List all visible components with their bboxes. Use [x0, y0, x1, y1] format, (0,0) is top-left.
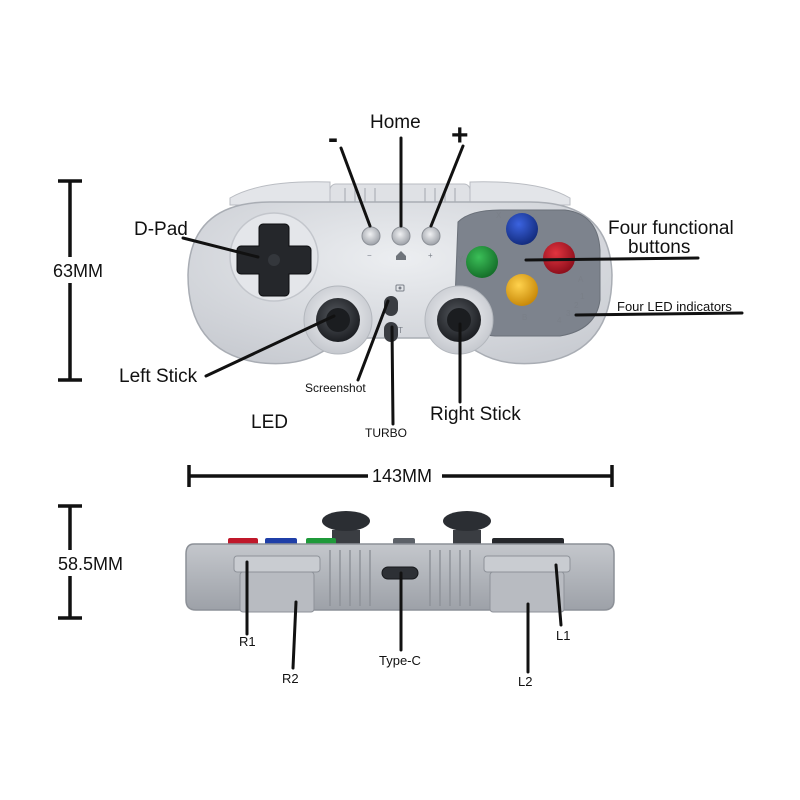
side-right-stick [443, 511, 491, 544]
button-b[interactable] [506, 274, 538, 306]
leader-plus [429, 144, 465, 228]
plus-label: + [451, 119, 469, 152]
r2-label: R2 [282, 671, 299, 686]
side-left-stick [322, 511, 370, 544]
leader-r2 [291, 600, 298, 670]
controller-top-view: X Y A B 1 2 3 4 − + T [187, 181, 613, 365]
dimension-63mm-label: 63MM [53, 261, 103, 281]
leader-lines [181, 136, 744, 674]
minus-button[interactable] [361, 226, 381, 246]
home-icon [396, 251, 406, 260]
leader-dpad [181, 236, 260, 259]
engrave-y: Y [458, 255, 464, 264]
left-stick-label: Left Stick [119, 366, 198, 387]
plus-mark: + [428, 251, 433, 260]
dimension-63mm: 63MM [50, 179, 120, 382]
turbo-label: TURBO [365, 426, 407, 440]
home-label: Home [370, 112, 421, 133]
dpad-label: D-Pad [134, 219, 188, 240]
leader-face-buttons [524, 256, 700, 262]
leader-minus [339, 146, 372, 228]
leader-screenshot [356, 299, 390, 382]
leader-left-stick [204, 314, 336, 378]
right-stick[interactable] [424, 285, 494, 355]
screenshot-label: Screenshot [305, 381, 366, 395]
leader-l1 [554, 563, 563, 627]
r1-label: R1 [239, 634, 256, 649]
engrave-b: B [522, 313, 527, 322]
leader-turbo [390, 325, 395, 426]
r2-button[interactable] [239, 571, 315, 613]
turbo-mark: T [398, 326, 403, 335]
led-indicators-label: Four LED indicators [617, 299, 732, 314]
led-2-mark: 2 [574, 301, 579, 310]
right-stick-label: Right Stick [430, 404, 521, 425]
plus-button[interactable] [421, 226, 441, 246]
led-3-mark: 3 [566, 309, 571, 318]
minus-label: - [328, 122, 338, 155]
dimension-143mm-label: 143MM [372, 466, 432, 486]
dimension-143mm: 143MM [187, 462, 614, 488]
camera-icon [395, 284, 405, 292]
led-4-mark: 4 [557, 316, 562, 325]
leader-led-indicators [574, 311, 744, 317]
engrave-a: A [578, 275, 584, 284]
minus-mark: − [367, 251, 372, 260]
led-label: LED [251, 412, 288, 433]
right-shoulder-top [469, 181, 571, 206]
button-x[interactable] [506, 213, 538, 245]
l1-label: L1 [556, 628, 570, 643]
button-y[interactable] [466, 246, 498, 278]
led-1-mark: 1 [580, 292, 585, 301]
type-c-label: Type-C [379, 653, 421, 668]
dimension-58-5mm: 58.5MM [40, 504, 140, 620]
callout-labels: - Home + D-Pad Four functional buttons F… [119, 112, 734, 689]
button-a[interactable] [543, 242, 575, 274]
face-buttons-label-line1: Four functional [608, 218, 734, 239]
home-button[interactable] [391, 226, 411, 246]
side-ridges [329, 550, 471, 606]
dimension-58-5mm-label: 58.5MM [58, 554, 123, 574]
led-indicators: 1 2 3 4 [557, 292, 585, 325]
left-stick[interactable] [303, 285, 373, 355]
face-buttons-label-line2: buttons [628, 237, 690, 258]
l2-label: L2 [518, 674, 532, 689]
dpad[interactable] [236, 223, 312, 297]
engrave-x: X [496, 211, 502, 220]
